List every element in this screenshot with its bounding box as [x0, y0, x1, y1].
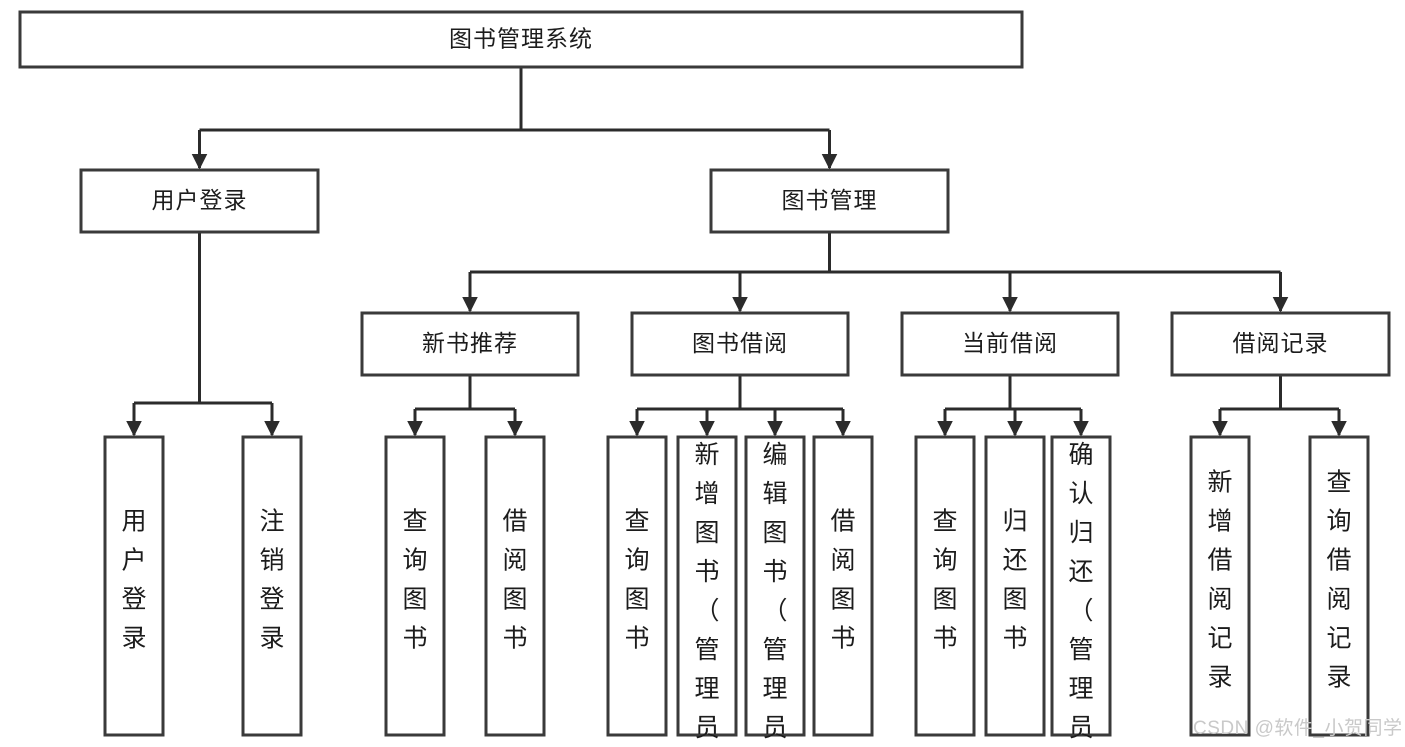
- node-borrow-record[interactable]: 借阅记录: [1170, 311, 1391, 377]
- leaf-leaf-borrow-book-1[interactable]: 借阅图书: [484, 435, 546, 737]
- leaf-label: 确认归还（管理员）: [1068, 441, 1093, 747]
- leaf-leaf-query-book-2[interactable]: 查询图书: [606, 435, 668, 737]
- leaf-label: 注销登录: [259, 508, 284, 653]
- node-label: 图书管理系统: [449, 26, 593, 52]
- node-box: [900, 311, 1120, 377]
- leaf-leaf-query-book-1[interactable]: 查询图书: [384, 435, 446, 737]
- leaf-box: [914, 435, 976, 737]
- leaf-leaf-logout[interactable]: 注销登录: [241, 435, 303, 737]
- leaf-box: [812, 435, 874, 737]
- node-label: 当前借阅: [962, 330, 1058, 356]
- leaf-label: 归还图书: [1002, 508, 1027, 653]
- leaf-box: [984, 435, 1046, 737]
- leaf-box: [241, 435, 303, 737]
- leaf-label: 借阅图书: [830, 508, 855, 653]
- leaf-box: [384, 435, 446, 737]
- node-book-manage[interactable]: 图书管理: [709, 168, 950, 234]
- node-box: [1170, 311, 1391, 377]
- node-box: [630, 311, 850, 377]
- leaf-label: 查询借阅记录: [1326, 469, 1351, 692]
- leaf-label: 用户登录: [121, 508, 146, 653]
- leaf-box: [484, 435, 546, 737]
- leaf-box: [1308, 435, 1370, 737]
- leaf-leaf-return-book[interactable]: 归还图书: [984, 435, 1046, 737]
- node-label: 借阅记录: [1233, 330, 1329, 356]
- node-user-login[interactable]: 用户登录: [79, 168, 320, 234]
- leaf-leaf-query-record[interactable]: 查询借阅记录: [1308, 435, 1370, 737]
- leaf-box: [103, 435, 165, 737]
- node-label: 图书借阅: [692, 330, 788, 356]
- leaf-box: [676, 435, 738, 737]
- leaf-label: 新增图书（管理员）: [694, 441, 719, 747]
- node-label: 新书推荐: [422, 330, 518, 356]
- leaf-label: 查询图书: [932, 508, 957, 653]
- leaf-box: [1050, 435, 1112, 737]
- node-new-book-recommend[interactable]: 新书推荐: [360, 311, 580, 377]
- node-box: [709, 168, 950, 234]
- leaf-label: 查询图书: [402, 508, 427, 653]
- watermark: CSDN @软件_小贺同学: [1193, 718, 1403, 739]
- leaf-leaf-edit-book[interactable]: 编辑图书（管理员）: [744, 435, 806, 747]
- leaf-label: 编辑图书（管理员）: [762, 441, 787, 747]
- leaf-label: 新增借阅记录: [1207, 469, 1232, 692]
- connector-layer: [126, 67, 1347, 437]
- leaf-leaf-add-record[interactable]: 新增借阅记录: [1189, 435, 1251, 737]
- leaf-leaf-confirm-return[interactable]: 确认归还（管理员）: [1050, 435, 1112, 747]
- node-box: [360, 311, 580, 377]
- leaf-box: [1189, 435, 1251, 737]
- node-label: 图书管理: [782, 187, 878, 213]
- node-box: [79, 168, 320, 234]
- leaf-box: [744, 435, 806, 737]
- node-label: 用户登录: [152, 187, 248, 213]
- leaf-leaf-borrow-book-2[interactable]: 借阅图书: [812, 435, 874, 737]
- leaf-box: [606, 435, 668, 737]
- node-layer: 图书管理系统用户登录图书管理新书推荐图书借阅当前借阅借阅记录用户登录注销登录查询…: [18, 10, 1391, 747]
- leaf-leaf-query-book-3[interactable]: 查询图书: [914, 435, 976, 737]
- leaf-label: 查询图书: [624, 508, 649, 653]
- node-current-borrow[interactable]: 当前借阅: [900, 311, 1120, 377]
- node-book-borrow[interactable]: 图书借阅: [630, 311, 850, 377]
- node-box: [18, 10, 1024, 69]
- leaf-leaf-add-book[interactable]: 新增图书（管理员）: [676, 435, 738, 747]
- node-undefined[interactable]: 图书管理系统: [18, 10, 1024, 69]
- leaf-leaf-user-login[interactable]: 用户登录: [103, 435, 165, 737]
- leaf-label: 借阅图书: [502, 508, 527, 653]
